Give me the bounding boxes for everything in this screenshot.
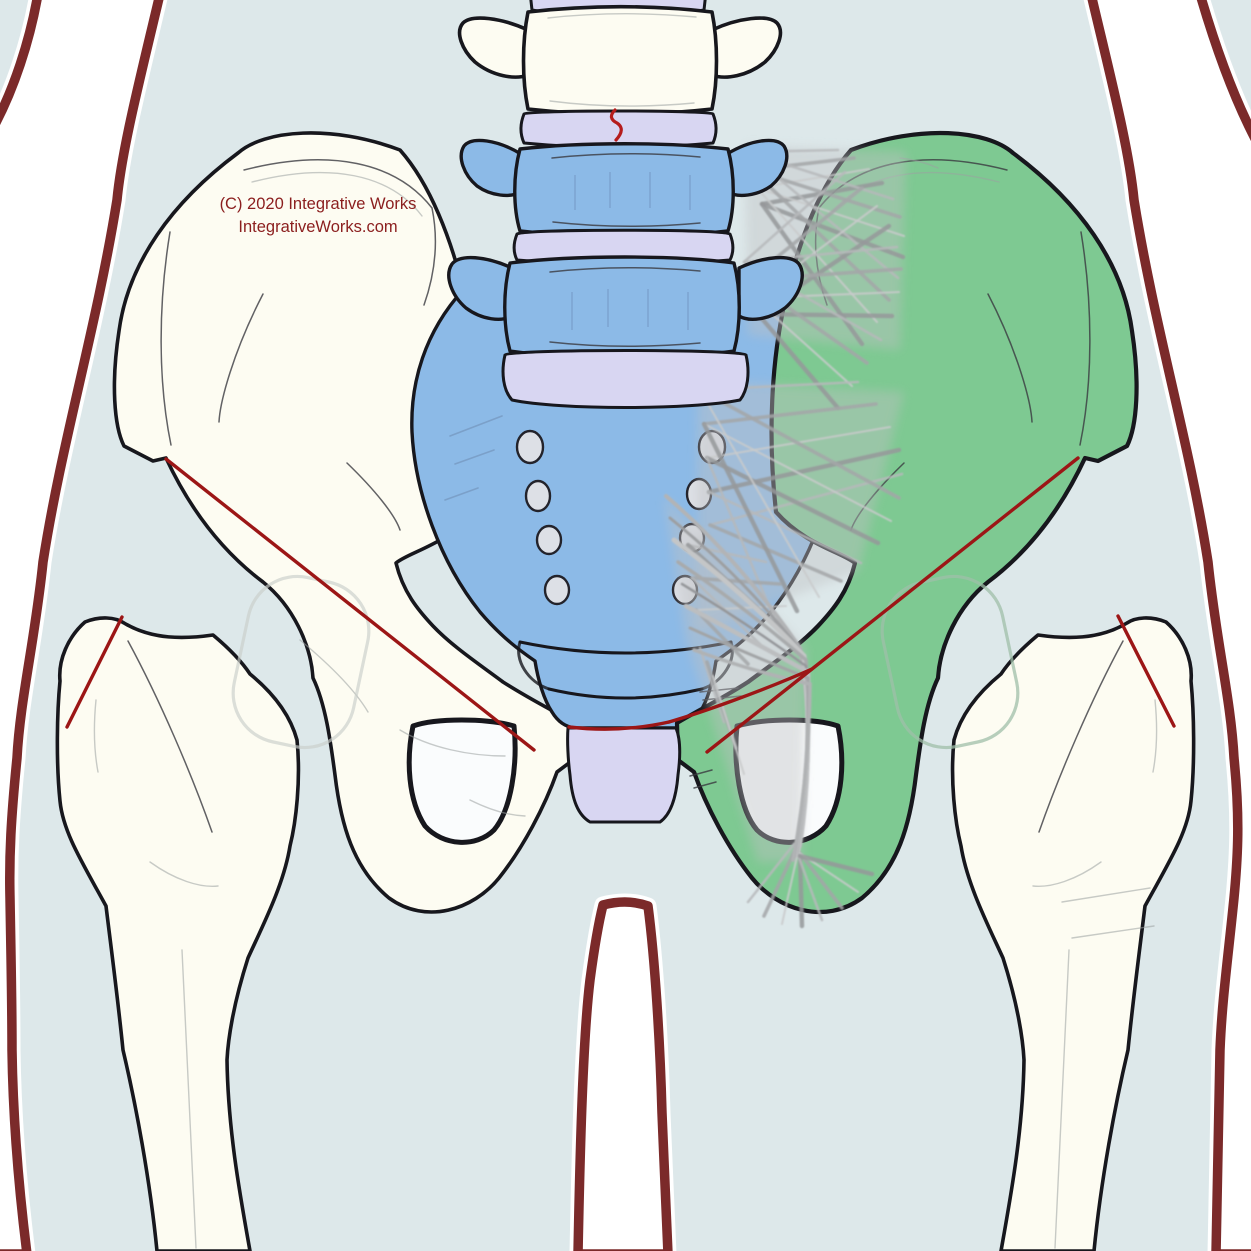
vertebra-l4	[459, 138, 789, 238]
right-ilium-sketch-line	[689, 687, 742, 789]
copyright-line-1: (C) 2020 Integrative Works	[220, 195, 417, 213]
l4-striation	[574, 172, 691, 210]
ligament-fiber	[755, 167, 871, 190]
ligament-fiber	[694, 608, 750, 666]
left-pelvic-reference-line	[164, 457, 536, 752]
right-brim-reference-line	[667, 667, 814, 724]
ligament-fiber	[797, 853, 805, 929]
ligament-fiber	[704, 455, 881, 546]
left-femur-sketch-line	[127, 640, 213, 833]
ligament-fiber	[698, 388, 901, 500]
l5-sketch-line	[549, 266, 701, 348]
sacral-foramen	[543, 574, 571, 606]
sacral-foramen	[524, 479, 552, 513]
right-pelvic-reference-line	[705, 456, 1080, 754]
l3-sketch-line	[547, 13, 697, 107]
left-ilium-sketch-line	[251, 171, 423, 217]
copyright-line-2: IntegrativeWorks.com	[238, 218, 397, 236]
left-arm-gap	[0, 0, 164, 1251]
right-trochanter-reference-line	[1116, 614, 1176, 728]
l4-transverse-process	[459, 138, 789, 198]
right-femoral-head-outline	[880, 574, 1020, 750]
sacral-foramen	[515, 429, 545, 465]
ligament-fiber	[698, 388, 821, 599]
left-ilium-sketch-line	[160, 231, 172, 446]
left-femur-sketch-line	[93, 699, 219, 1249]
ligament-fiber	[762, 846, 798, 918]
ligament-fiber	[702, 422, 893, 523]
watermark: (C) 2020 Integrative Works IntegrativeWo…	[220, 195, 417, 236]
right-femur-sketch-line	[1032, 699, 1158, 1249]
lumbar-spine	[447, 0, 804, 409]
ligament-fiber	[746, 842, 796, 904]
ligament-fiber	[750, 168, 891, 302]
ligament-fiber	[706, 447, 902, 495]
left-ilium-sketch-line	[299, 639, 526, 817]
between-legs-gap	[573, 897, 673, 1251]
left-ilium-sketch-line	[243, 159, 437, 306]
vertebra-l3	[457, 4, 783, 117]
ligament-fiber	[705, 456, 778, 625]
right-arm-gap	[1087, 0, 1251, 1251]
ligament-fiber	[742, 170, 847, 264]
disc-l5-s1	[501, 349, 750, 409]
ligament-fiber	[755, 311, 841, 411]
l3-body	[521, 4, 719, 117]
ligament-fiber	[707, 490, 863, 565]
sacral-foramen	[535, 524, 563, 556]
l5-body	[503, 255, 741, 360]
pain-reference-lines	[65, 456, 1176, 754]
pelvic-brim-reference-line	[567, 720, 671, 731]
ligament-fiber	[755, 311, 895, 319]
left-ilium-sketch-line	[218, 293, 401, 531]
ligament-fiber	[698, 646, 726, 724]
left-trochanter-reference-line	[65, 615, 124, 729]
left-obturator-foramen	[406, 717, 518, 845]
sacrotuberous-ligament-mass	[664, 496, 806, 862]
l5-striation	[571, 289, 689, 330]
l4-sketch-line	[551, 152, 701, 228]
ligament-fiber	[711, 674, 746, 776]
sacrum-hatch-line	[444, 296, 523, 501]
ligament-fiber	[701, 421, 800, 614]
right-femur-sketch-line	[1038, 640, 1124, 833]
l5-transverse-process	[447, 255, 804, 321]
ligament-fiber	[692, 648, 812, 862]
disc-l3-l4	[519, 109, 718, 149]
pubic-symphysis	[566, 726, 682, 824]
disc-marker-chevron	[609, 108, 623, 142]
l4-body	[513, 142, 735, 238]
vertebra-l5	[447, 255, 804, 360]
disc-l4-l5	[512, 228, 735, 266]
ligament-fiber	[797, 853, 875, 877]
ligament-fiber	[780, 850, 800, 926]
ligament-fiber	[690, 576, 782, 586]
ligament-fiber	[708, 523, 843, 583]
ligament-fiber	[702, 402, 878, 426]
